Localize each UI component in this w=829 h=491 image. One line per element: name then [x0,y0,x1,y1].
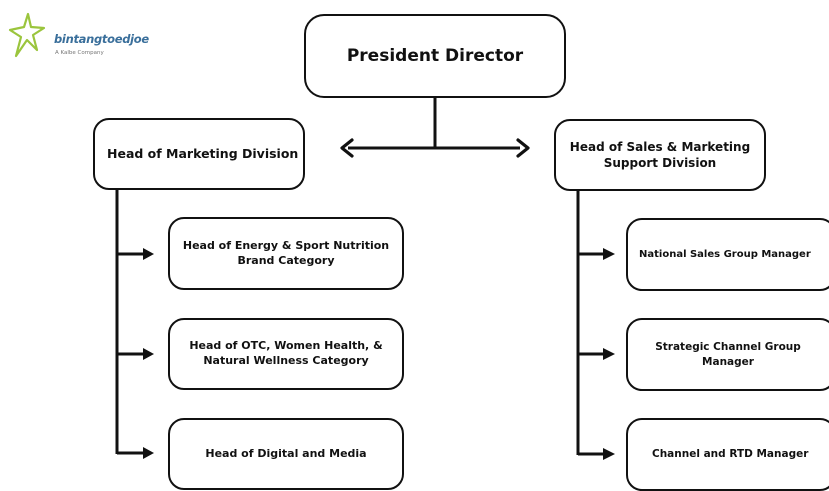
marketing-division-box: Head of Marketing Division [93,118,305,190]
president-director-label: President Director [346,45,524,66]
arrowhead-m1 [143,248,154,260]
arrowhead-s3 [603,448,615,460]
logo-wordmark: bintangtoedjoe [54,32,149,46]
strategic-channel-label-line1: Strategic Channel Group [655,341,801,354]
energy-sport-nutrition-box: Head of Energy & Sport Nutrition Brand C… [168,217,404,290]
arrowhead-left [340,138,354,158]
star-logo-icon [8,12,46,58]
channel-rtd-label: Channel and RTD Manager [652,448,809,461]
national-sales-box: National Sales Group Manager [626,218,829,291]
sales-division-label-line1: Head of Sales & Marketing [569,139,751,154]
arrowhead-right [516,138,530,158]
arrowhead-m3 [143,447,154,459]
energy-sport-label-line2: Brand Category [237,253,335,267]
otc-women-health-box: Head of OTC, Women Health, & Natural Wel… [168,318,404,390]
otc-label-line2: Natural Wellness Category [203,354,369,367]
sales-division-label-line2: Support Division [603,156,717,170]
digital-media-box: Head of Digital and Media [168,418,404,490]
arrowhead-s1 [603,248,615,260]
president-director-box: President Director [304,14,566,98]
digital-media-label: Head of Digital and Media [205,446,367,460]
arrowhead-s2 [603,348,615,360]
marketing-division-label: Head of Marketing Division [107,145,299,161]
logo-tagline: A Kalbe Company [55,50,104,56]
energy-sport-label-line1: Head of Energy & Sport Nutrition [182,238,390,252]
channel-rtd-box: Channel and RTD Manager [626,418,829,491]
strategic-channel-label-line2: Manager [702,355,754,368]
otc-label-line1: Head of OTC, Women Health, & [189,339,383,353]
strategic-channel-box: Strategic Channel Group Manager [626,318,829,391]
arrowhead-m2 [143,348,154,360]
national-sales-label: National Sales Group Manager [639,248,811,260]
sales-marketing-support-division-box: Head of Sales & Marketing Support Divisi… [554,119,766,191]
company-logo: bintangtoedjoe A Kalbe Company [8,10,158,62]
